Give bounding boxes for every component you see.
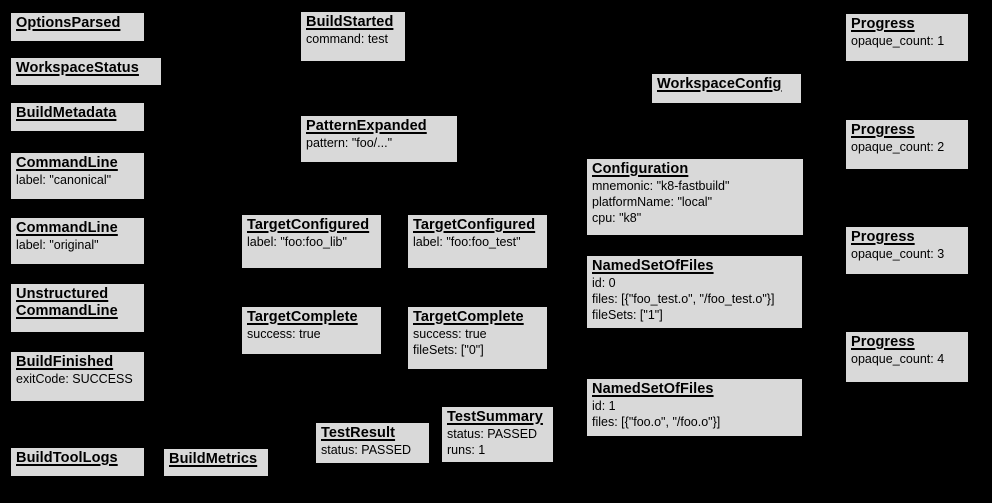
node-title: TestResult	[321, 425, 396, 441]
node-named-set-of-files-0: NamedSetOfFiles id: 0 files: [{"foo_test…	[586, 255, 803, 329]
node-build-started: BuildStarted command: test	[300, 11, 406, 62]
node-build-metadata: BuildMetadata	[10, 102, 145, 132]
node-attribute: label: "foo:foo_lib"	[247, 235, 347, 249]
node-attribute: cpu: "k8"	[592, 211, 642, 225]
node-attribute: success: true	[413, 327, 487, 341]
node-attribute: id: 0	[592, 276, 616, 290]
node-target-configured-foo-test: TargetConfigured label: "foo:foo_test"	[407, 214, 548, 269]
node-test-result: TestResult status: PASSED	[315, 422, 430, 464]
node-attribute: opaque_count: 2	[851, 140, 945, 154]
node-title: Progress	[851, 229, 915, 245]
node-attribute: exitCode: SUCCESS	[16, 372, 133, 386]
node-attribute: platformName: "local"	[592, 195, 713, 209]
node-progress-3: Progress opaque_count: 3	[845, 226, 969, 275]
node-attribute: files: [{"foo_test.o", "/foo_test.o"}]	[592, 292, 775, 306]
node-attribute: pattern: "foo/..."	[306, 136, 393, 150]
node-unstructured-command-line: Unstructured CommandLine	[10, 283, 145, 333]
node-attribute: opaque_count: 1	[851, 34, 945, 48]
node-attribute: id: 1	[592, 399, 616, 413]
node-options-parsed: OptionsParsed	[10, 12, 145, 42]
node-target-complete-test: TargetComplete success: true fileSets: […	[407, 306, 548, 370]
node-title: BuildStarted	[306, 14, 394, 30]
node-command-line-original: CommandLine label: "original"	[10, 217, 145, 265]
node-progress-2: Progress opaque_count: 2	[845, 119, 969, 170]
node-title: Progress	[851, 122, 915, 138]
node-attribute: label: "foo:foo_test"	[413, 235, 521, 249]
node-attribute: label: "original"	[16, 238, 99, 252]
node-build-finished: BuildFinished exitCode: SUCCESS	[10, 351, 145, 402]
node-progress-4: Progress opaque_count: 4	[845, 331, 969, 383]
node-configuration: Configuration mnemonic: "k8-fastbuild" p…	[586, 158, 804, 236]
node-attribute: runs: 1	[447, 443, 486, 457]
node-target-configured-foo-lib: TargetConfigured label: "foo:foo_lib"	[241, 214, 382, 269]
node-title: BuildFinished	[16, 354, 114, 370]
node-title: CommandLine	[16, 220, 118, 236]
node-title: NamedSetOfFiles	[592, 258, 714, 274]
node-title: WorkspaceConfig	[657, 76, 782, 92]
node-progress-1: Progress opaque_count: 1	[845, 13, 969, 62]
node-title: BuildToolLogs	[16, 450, 118, 466]
node-attribute: fileSets: ["0"]	[413, 343, 484, 357]
node-attribute: status: PASSED	[321, 443, 412, 457]
node-workspace-config: WorkspaceConfig	[651, 73, 802, 104]
node-title: PatternExpanded	[306, 118, 427, 134]
node-command-line-canonical: CommandLine label: "canonical"	[10, 152, 145, 200]
node-title: TargetConfigured	[247, 217, 370, 233]
node-build-metrics: BuildMetrics	[163, 448, 269, 477]
node-title: TargetComplete	[247, 309, 358, 325]
node-workspace-status: WorkspaceStatus	[10, 57, 162, 86]
node-attribute: status: PASSED	[447, 427, 538, 441]
node-attribute: opaque_count: 3	[851, 247, 945, 261]
node-title: NamedSetOfFiles	[592, 381, 714, 397]
node-title: Progress	[851, 334, 915, 350]
node-attribute: files: [{"foo.o", "/foo.o"}]	[592, 415, 721, 429]
node-title: TargetConfigured	[413, 217, 536, 233]
node-title: Configuration	[592, 161, 689, 177]
node-title: TestSummary	[447, 409, 543, 425]
node-title: Unstructured CommandLine	[16, 286, 118, 319]
node-title: CommandLine	[16, 155, 118, 171]
node-title: WorkspaceStatus	[16, 60, 139, 76]
node-title: OptionsParsed	[16, 15, 121, 31]
node-attribute: label: "canonical"	[16, 173, 112, 187]
node-attribute: opaque_count: 4	[851, 352, 945, 366]
node-attribute: command: test	[306, 32, 388, 46]
node-title: Progress	[851, 16, 915, 32]
node-build-tool-logs: BuildToolLogs	[10, 447, 145, 477]
node-attribute: success: true	[247, 327, 321, 341]
node-title: BuildMetadata	[16, 105, 117, 121]
node-test-summary: TestSummary status: PASSED runs: 1	[441, 406, 554, 463]
node-target-complete-lib: TargetComplete success: true	[241, 306, 382, 355]
node-title: TargetComplete	[413, 309, 524, 325]
node-attribute: mnemonic: "k8-fastbuild"	[592, 179, 730, 193]
node-title: BuildMetrics	[169, 451, 258, 467]
node-pattern-expanded: PatternExpanded pattern: "foo/..."	[300, 115, 458, 163]
node-named-set-of-files-1: NamedSetOfFiles id: 1 files: [{"foo.o", …	[586, 378, 803, 437]
node-attribute: fileSets: ["1"]	[592, 308, 663, 322]
